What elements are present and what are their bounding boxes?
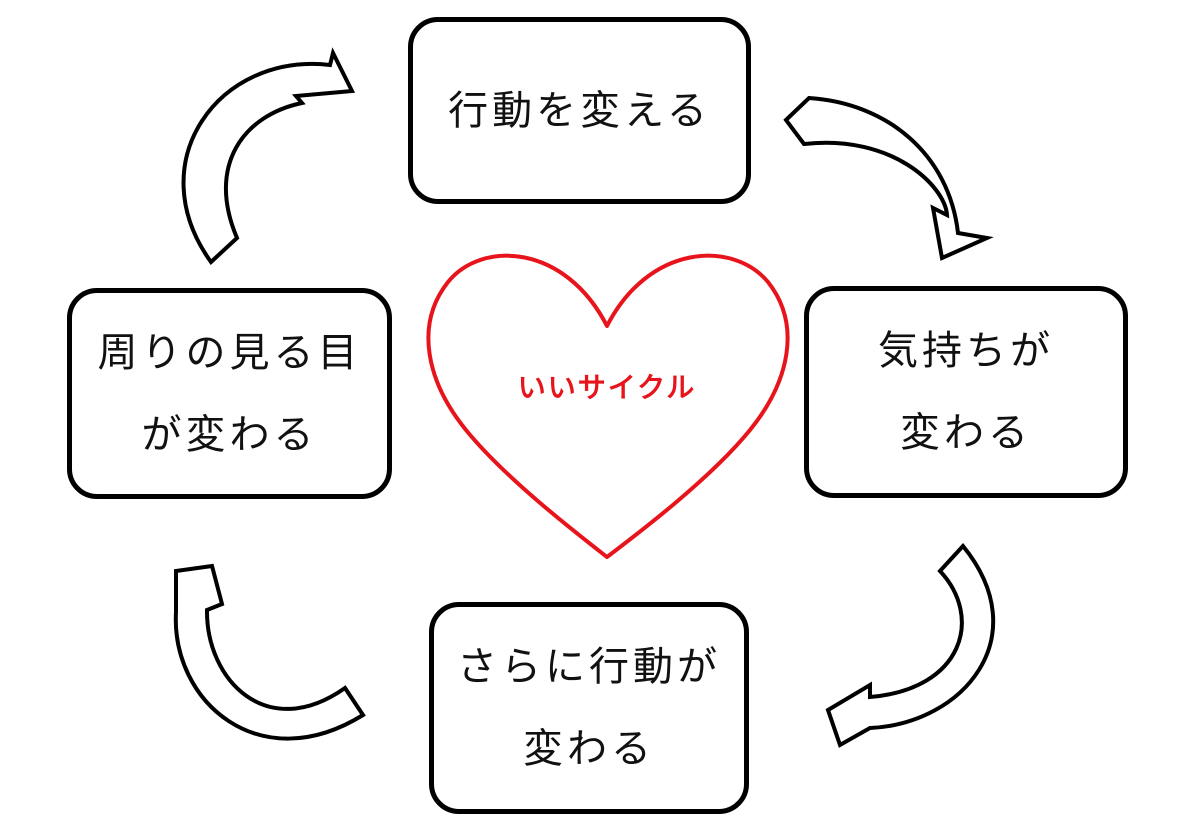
- step-box-change-action: 行動を変える: [408, 17, 751, 204]
- step-box-others-view-changes: 周りの見る目 が変わる: [67, 288, 392, 499]
- step-box-feelings-change: 気持ちが 変わる: [804, 286, 1128, 498]
- step-label-line-2: 変わる: [900, 410, 1032, 456]
- step-box-action-changes-further: さらに行動が 変わる: [429, 602, 749, 814]
- step-label-line-2: 変わる: [523, 726, 655, 772]
- curved-arrow-icon: [825, 542, 996, 748]
- step-label-line-1: 気持ちが: [878, 328, 1054, 374]
- step-label-line-1: 周りの見る目: [97, 329, 362, 376]
- heart-icon: [426, 253, 790, 559]
- step-label: 行動を変える: [448, 87, 711, 134]
- curved-arrow-icon: [181, 47, 356, 266]
- center-cycle-label: いいサイクル: [517, 371, 697, 404]
- step-label-line-1: さらに行動が: [457, 644, 721, 690]
- step-label-line-2: が変わる: [141, 411, 318, 458]
- curved-arrow-icon: [783, 95, 994, 261]
- curved-arrow-icon: [173, 563, 366, 741]
